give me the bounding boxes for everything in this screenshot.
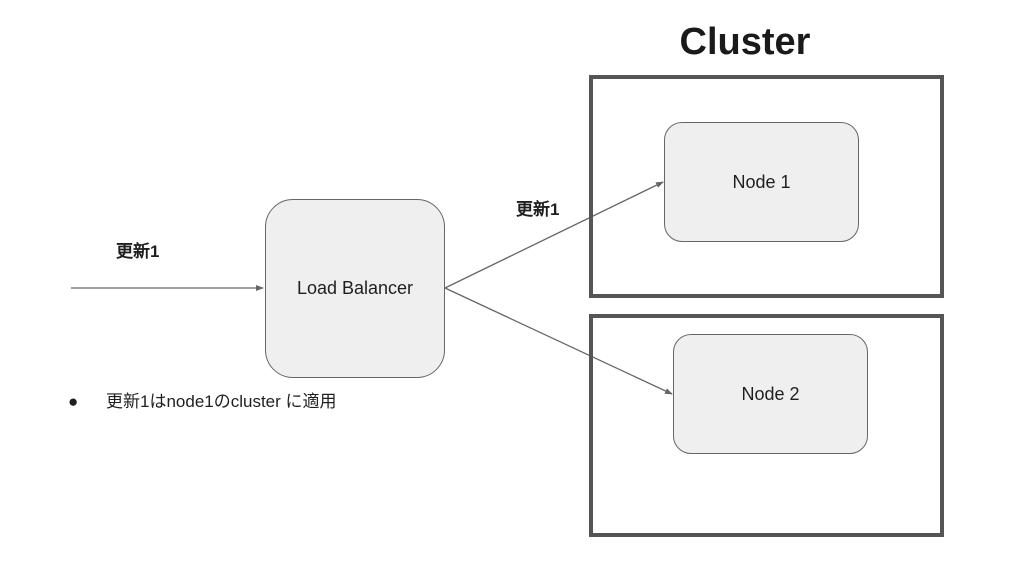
node-2: Node 2 [673,334,868,454]
load-balancer-label: Load Balancer [296,278,414,298]
node-1-update-label: 更新1 [516,200,560,219]
cluster-box-1 [589,75,944,298]
node-2-label: Node 2 [741,383,800,404]
cluster-title: Cluster [679,21,811,63]
note-text: 更新1はnode1のcluster に適用 [106,392,337,411]
node-1: Node 1 [664,122,859,242]
bullet-icon: ● [68,392,79,411]
arrow-to-node-1 [444,181,664,289]
incoming-update-label: 更新1 [116,242,160,261]
note-bullet-item: ● 更新1はnode1のcluster に適用 [68,390,368,413]
load-balancer-node: Load Balancer [265,199,445,378]
arrow-to-node-2 [444,287,673,395]
cluster-box-2 [589,314,944,537]
node-1-label: Node 1 [732,171,791,192]
